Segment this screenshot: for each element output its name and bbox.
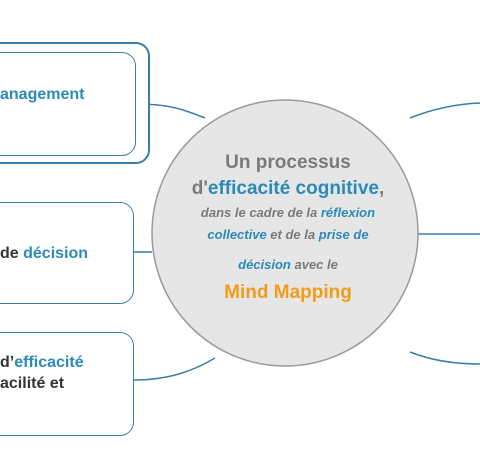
central-line2-prefix: d' bbox=[191, 178, 208, 199]
node-bottom-l1-part-0: d’ bbox=[0, 354, 15, 371]
central-line2-suffix: , bbox=[378, 178, 385, 199]
central-line3: dans le cadre de la réflexion bbox=[168, 202, 408, 224]
central-line4-hl1: collective bbox=[207, 227, 267, 242]
node-box-mid[interactable] bbox=[0, 202, 134, 304]
node-bottom-l1-part-1: efficacité bbox=[14, 354, 84, 371]
central-line5-b: avec le bbox=[290, 257, 338, 272]
connector-right-bottom bbox=[409, 351, 480, 365]
central-line2: d'efficacité cognitive, bbox=[168, 176, 408, 202]
node-label-bottom-line2: acilité et bbox=[0, 374, 64, 394]
central-line2-highlight: efficacité cognitive bbox=[207, 178, 379, 199]
node-box-bottom[interactable] bbox=[0, 332, 134, 436]
node-label-bottom-line1: d’efficacité bbox=[0, 353, 84, 373]
node-box-top[interactable] bbox=[0, 52, 136, 156]
central-circle bbox=[151, 99, 419, 367]
connector-left-bottom bbox=[133, 357, 216, 381]
central-line5-hl: décision bbox=[238, 257, 291, 272]
central-line4-b: et de la bbox=[266, 227, 319, 242]
central-topic: Un processus d'efficacité cognitive, dan… bbox=[168, 150, 408, 306]
node-mid-part-1: décision bbox=[23, 245, 89, 262]
central-line4-hl2: prise de bbox=[318, 227, 369, 242]
central-line3-a: dans le cadre de la bbox=[200, 205, 321, 220]
central-mind-mapping: Mind Mapping bbox=[224, 282, 352, 303]
central-line4: collective et de la prise de bbox=[168, 224, 408, 246]
node-bottom-l2-part-0: acilité et bbox=[0, 375, 65, 392]
central-line3-hl: réflexion bbox=[320, 205, 376, 220]
node-label-top: anagement bbox=[0, 85, 84, 105]
central-title: Un processus bbox=[225, 152, 351, 173]
node-mid-part-0: de bbox=[0, 245, 24, 262]
central-line5: décision avec le bbox=[168, 254, 408, 276]
connector-right-top bbox=[409, 102, 480, 119]
node-label-mid: de décision bbox=[0, 244, 88, 264]
node-top-part-0: anagement bbox=[0, 86, 85, 103]
